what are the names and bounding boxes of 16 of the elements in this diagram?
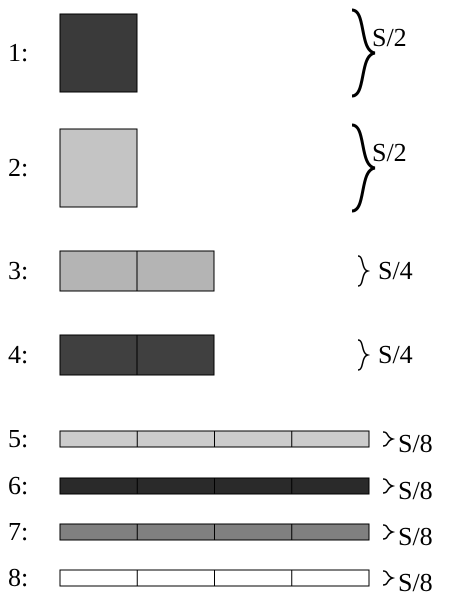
row-number: 3:	[8, 256, 28, 286]
row-number: 2:	[8, 153, 28, 183]
fraction-label: S/4	[378, 340, 413, 370]
fraction-label: S/2	[372, 138, 407, 168]
row-number: 5:	[8, 424, 28, 454]
row-number: 6:	[8, 471, 28, 501]
fraction-label: S/4	[378, 256, 413, 286]
row-number: 7:	[8, 517, 28, 547]
fraction-label: S/8	[398, 568, 433, 598]
fraction-label: S/2	[372, 23, 407, 53]
row-number: 1:	[8, 38, 28, 68]
fraction-label: S/8	[398, 476, 433, 506]
row-number: 4:	[8, 340, 28, 370]
row-number: 8:	[8, 563, 28, 593]
fraction-label: S/8	[398, 429, 433, 459]
fraction-label: S/8	[398, 522, 433, 552]
